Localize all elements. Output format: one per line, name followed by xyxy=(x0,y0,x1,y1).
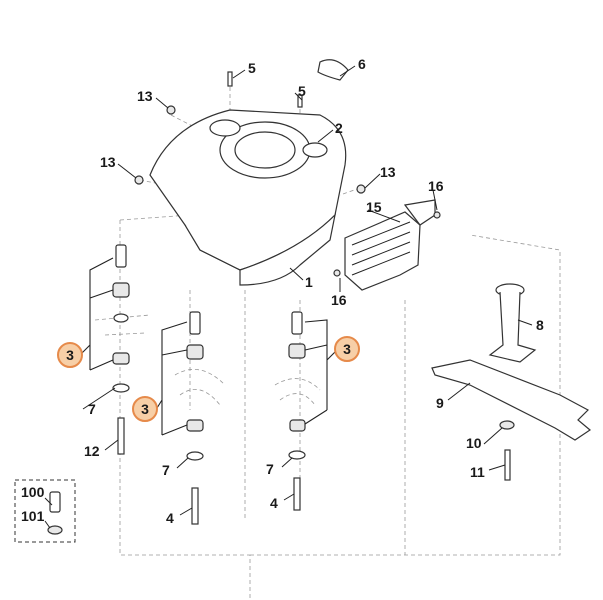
callout-16[interactable]: 16 xyxy=(428,178,444,194)
callout-8[interactable]: 8 xyxy=(536,317,544,333)
blade-part[interactable] xyxy=(431,359,592,481)
callout-3[interactable]: 3 xyxy=(66,347,74,363)
callout-16[interactable]: 16 xyxy=(331,292,347,308)
callout-3-highlighted[interactable]: 3 xyxy=(132,396,158,422)
callout-13[interactable]: 13 xyxy=(100,154,116,170)
callout-15[interactable]: 15 xyxy=(366,199,382,215)
callout-1[interactable]: 1 xyxy=(305,274,313,290)
callout-4[interactable]: 4 xyxy=(166,510,174,526)
callout-7[interactable]: 7 xyxy=(266,461,274,477)
callout-101[interactable]: 101 xyxy=(21,508,45,524)
callout-13[interactable]: 13 xyxy=(137,88,153,104)
callouts: 5 6 13 5 2 13 13 16 15 1 16 8 3 3 3 7 12… xyxy=(21,56,544,526)
callout-13[interactable]: 13 xyxy=(380,164,396,180)
engine-cover-part[interactable] xyxy=(149,59,349,286)
callout-3[interactable]: 3 xyxy=(141,401,149,417)
callout-100[interactable]: 100 xyxy=(21,484,45,500)
callout-3[interactable]: 3 xyxy=(343,341,351,357)
callout-10[interactable]: 10 xyxy=(466,435,482,451)
inset-box xyxy=(14,479,76,543)
blade-adapter-part[interactable] xyxy=(488,283,537,363)
callout-11[interactable]: 11 xyxy=(470,464,485,480)
muffler-part[interactable] xyxy=(344,199,436,291)
callout-3-highlighted[interactable]: 3 xyxy=(57,342,83,368)
callout-9[interactable]: 9 xyxy=(436,395,444,411)
callout-12[interactable]: 12 xyxy=(84,443,100,459)
callout-7[interactable]: 7 xyxy=(88,401,96,417)
leader-lines xyxy=(44,65,533,529)
damper-stack-middle[interactable] xyxy=(174,311,226,525)
callout-5[interactable]: 5 xyxy=(248,60,256,76)
damper-stack-left[interactable] xyxy=(94,244,151,455)
callout-6[interactable]: 6 xyxy=(358,56,366,72)
callout-2[interactable]: 2 xyxy=(335,120,343,136)
callout-4[interactable]: 4 xyxy=(270,495,278,511)
cap-part[interactable] xyxy=(317,59,349,81)
fasteners xyxy=(134,71,441,277)
damper-stack-right[interactable] xyxy=(274,311,321,511)
callout-5[interactable]: 5 xyxy=(298,83,306,99)
callout-3-highlighted[interactable]: 3 xyxy=(334,336,360,362)
callout-7[interactable]: 7 xyxy=(162,462,170,478)
